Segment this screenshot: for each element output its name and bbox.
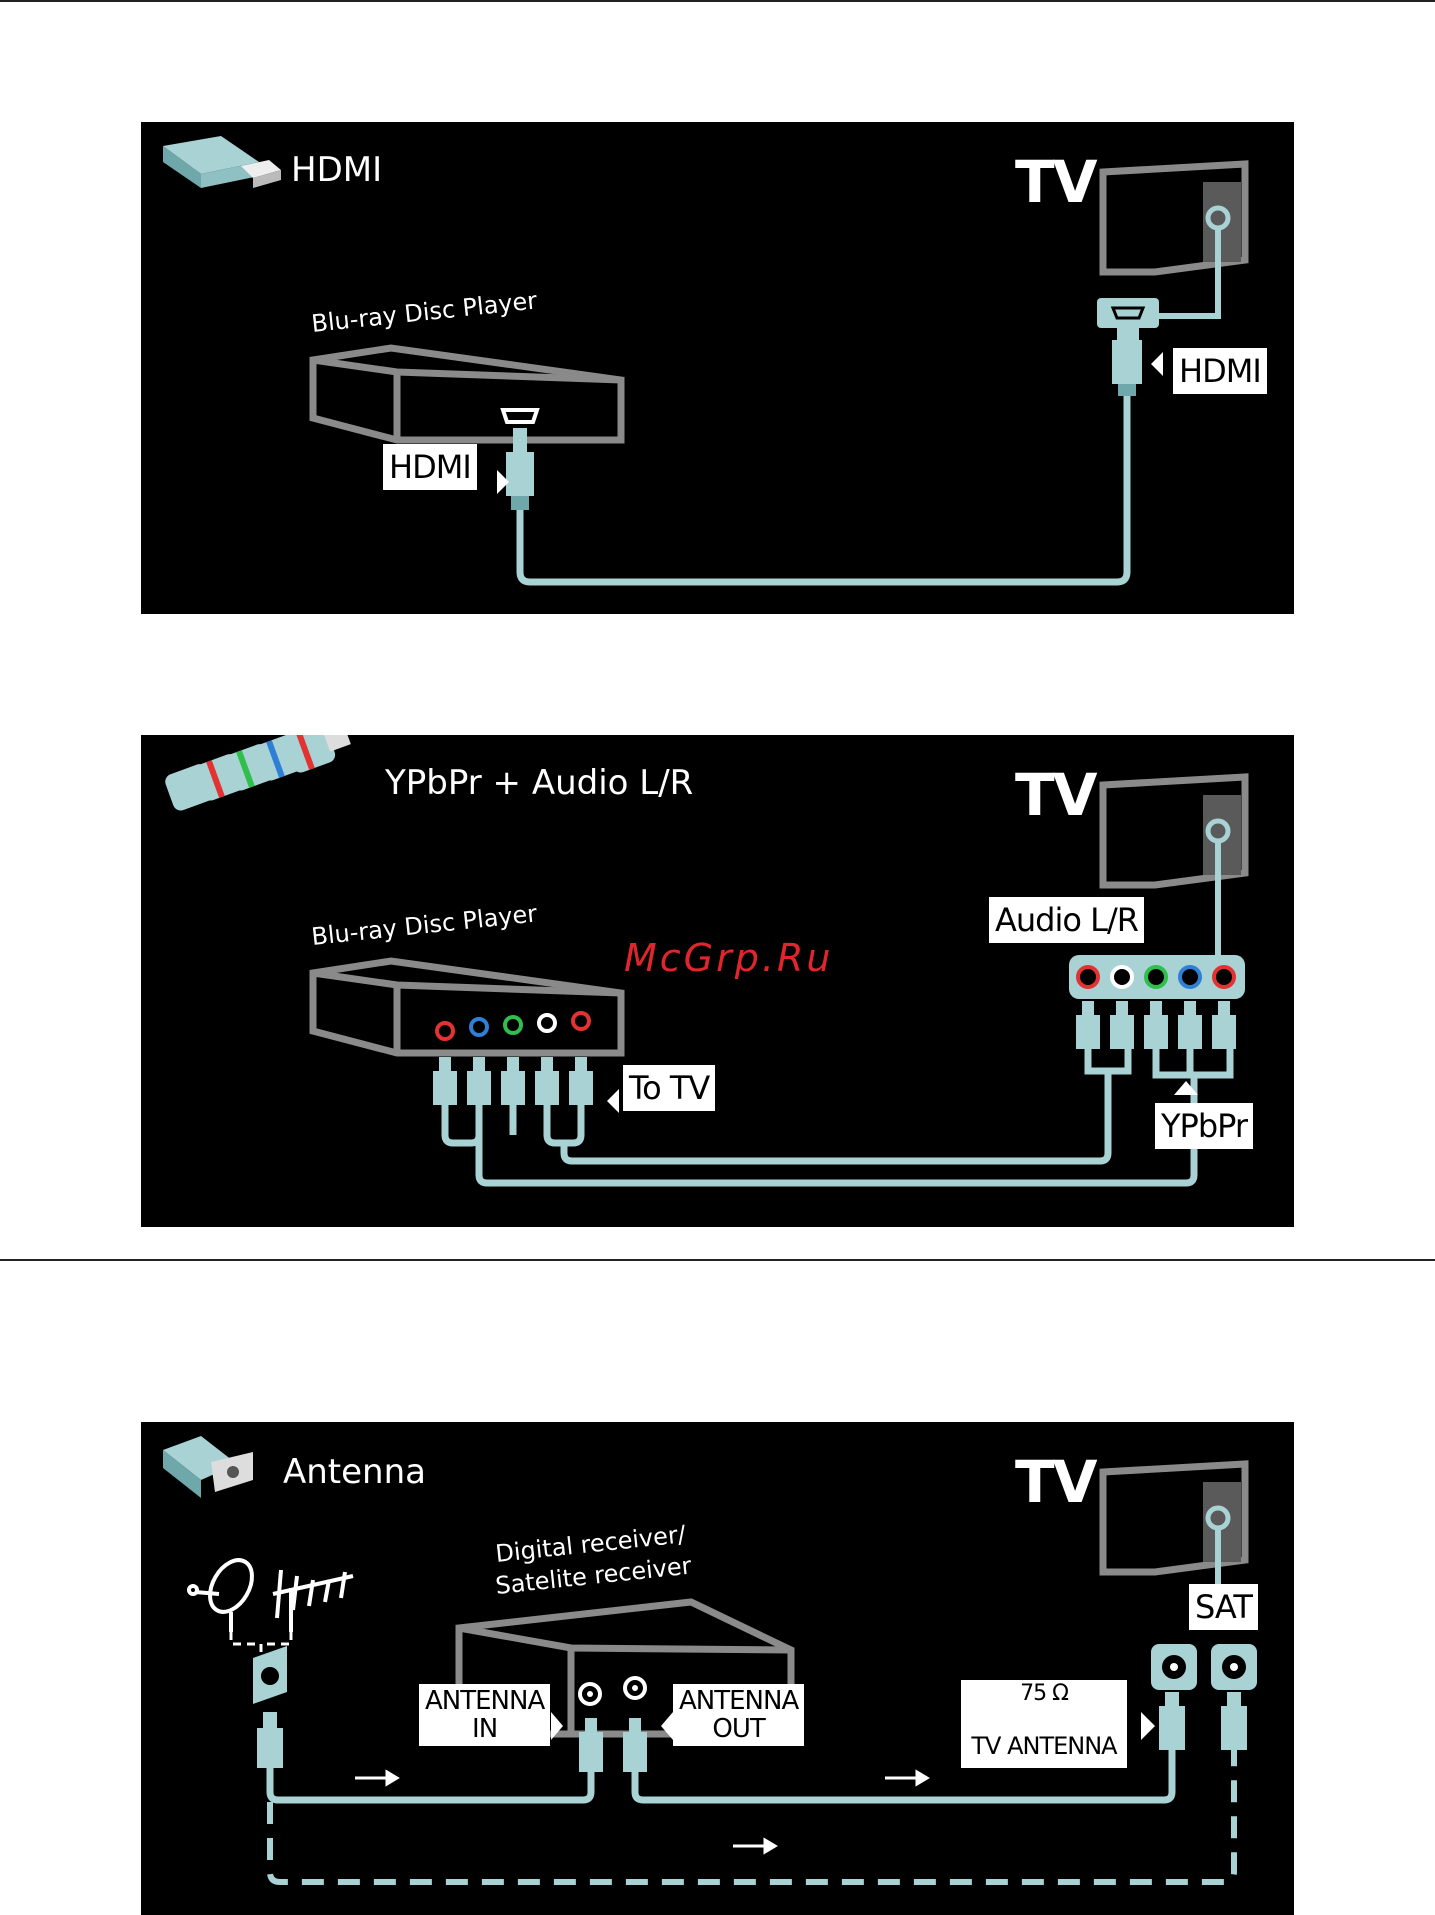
tv-antenna-line3: TV ANTENNA [963, 1732, 1125, 1760]
top-rule [0, 0, 1435, 2]
ypbpr-label: YPbPr [1155, 1103, 1253, 1149]
antenna-in-line2: IN [472, 1714, 497, 1744]
device-rca-plugs [433, 1057, 593, 1105]
tv-antenna-line1: 75 Ω [963, 1682, 1125, 1706]
ypbpr-panel: YPbPr + Audio L/R TV Blu-ray Disc Player… [141, 735, 1294, 1227]
tv-antenna-ports [1151, 1644, 1257, 1690]
tv-hdmi-plug [1097, 298, 1159, 396]
hdmi-diagram [141, 122, 1294, 614]
antenna-out-line1: ANTENNA [679, 1686, 798, 1716]
satellite-dish-icon [189, 1553, 261, 1632]
bluray-player-box [313, 961, 621, 1053]
component-cables [445, 1049, 1230, 1183]
tv-outline-icon [1103, 1464, 1245, 1572]
tv-antenna-label: 75 Ω TV ANTENNA [961, 1680, 1127, 1768]
antenna-diagram [141, 1422, 1294, 1915]
middle-rule [0, 1259, 1435, 1261]
rca-plugs-icon [163, 735, 354, 813]
antenna-in-label: ANTENNA IN [419, 1684, 550, 1746]
tv-jack-strip [1069, 955, 1245, 999]
ypbpr-diagram [141, 735, 1294, 1227]
antenna-panel: Antenna TV Digital receiver/ Satelite re… [141, 1422, 1294, 1915]
tv-aerial-icon [273, 1570, 353, 1632]
bluray-player-box [313, 348, 621, 440]
tv-port-label: HDMI [1173, 348, 1267, 394]
tv-label: TV [1015, 1448, 1095, 1516]
hdmi-plug-icon [163, 136, 281, 188]
coax-plug-icon [163, 1436, 253, 1498]
panel-title: HDMI [291, 150, 382, 190]
watermark: McGrp.Ru [624, 936, 833, 980]
sat-label: SAT [1189, 1584, 1258, 1630]
tv-label: TV [1015, 148, 1095, 216]
wall-socket-icon [253, 1646, 287, 1704]
antenna-in-line1: ANTENNA [425, 1686, 544, 1716]
to-tv-label: To TV [623, 1065, 715, 1111]
device-port-label: HDMI [383, 444, 477, 490]
tv-outline-icon [1103, 164, 1245, 272]
panel-title: YPbPr + Audio L/R [385, 763, 693, 803]
audio-lr-label: Audio L/R [989, 897, 1144, 943]
panel-title: Antenna [283, 1452, 426, 1492]
tv-outline-icon [1103, 777, 1245, 885]
device-jacks [437, 1013, 589, 1039]
hdmi-panel: HDMI TV Blu-ray Disc Player HDMI HDMI [141, 122, 1294, 614]
tv-rca-plugs [1076, 1001, 1236, 1049]
antenna-out-label: ANTENNA OUT [673, 1684, 804, 1746]
satellite-cable-dashed [270, 1750, 1234, 1882]
tv-label: TV [1015, 761, 1095, 829]
antenna-out-line2: OUT [712, 1714, 764, 1744]
hdmi-cable [520, 396, 1127, 582]
flow-arrows [355, 1772, 927, 1852]
